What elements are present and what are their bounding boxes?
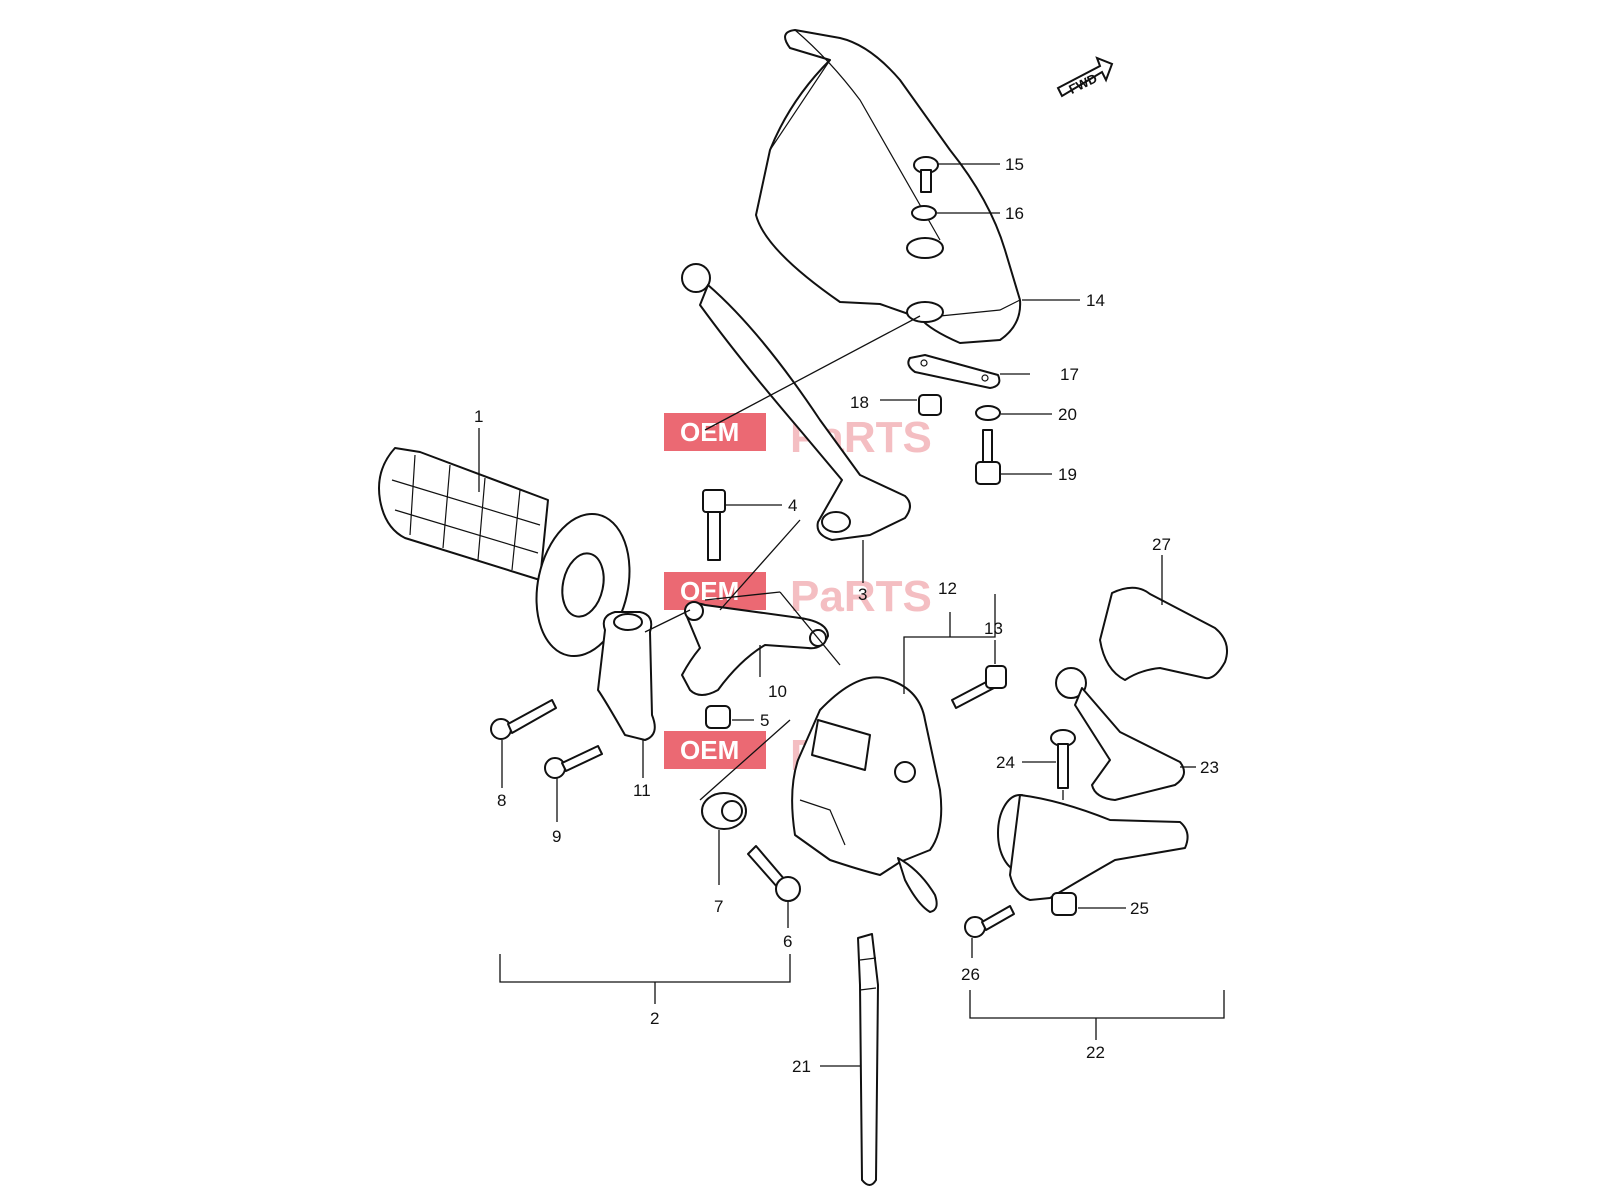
screw-15-part xyxy=(913,156,939,193)
grip-1-part xyxy=(378,447,631,658)
callout-12: 12 xyxy=(938,579,957,598)
cover-27-part xyxy=(1099,586,1228,681)
callout-9: 9 xyxy=(552,827,561,846)
callout-6: 6 xyxy=(783,932,792,951)
callout-23: 23 xyxy=(1200,758,1219,777)
fwd-label: FWD xyxy=(1066,70,1099,96)
screw-9-part xyxy=(544,745,603,779)
hand-guard-part xyxy=(755,29,1022,344)
nut-5-part xyxy=(705,705,731,729)
bolt-19-part xyxy=(975,429,1001,485)
screw-6-part xyxy=(747,845,801,902)
svg-text:OEM: OEM xyxy=(680,417,739,447)
callout-2: 2 xyxy=(650,1009,659,1028)
lever-3-part xyxy=(681,263,911,541)
callout-21: 21 xyxy=(792,1057,811,1076)
callout-18: 18 xyxy=(850,393,869,412)
washer-20-part xyxy=(975,405,1001,421)
callouts: 1 2 3 4 5 6 7 8 9 10 11 xyxy=(474,155,1225,1076)
bracket-10-part xyxy=(681,601,829,696)
collar-7-part xyxy=(701,792,747,830)
forward-arrow-icon xyxy=(1056,56,1114,98)
callout-1: 1 xyxy=(474,407,483,426)
callout-5: 5 xyxy=(760,711,769,730)
callout-4: 4 xyxy=(788,496,797,515)
callout-13: 13 xyxy=(984,619,1003,638)
svg-text:OEM: OEM xyxy=(680,576,739,606)
callout-11: 11 xyxy=(633,781,651,800)
callout-15: 15 xyxy=(1005,155,1024,174)
callout-19: 19 xyxy=(1058,465,1077,484)
callout-20: 20 xyxy=(1058,405,1077,424)
screw-8-part xyxy=(490,699,557,740)
callout-10: 10 xyxy=(768,682,787,701)
lever-holder-part xyxy=(997,794,1189,901)
bolt-24-part xyxy=(1050,729,1076,789)
svg-text:PaRTS: PaRTS xyxy=(790,572,932,621)
svg-text:OEM: OEM xyxy=(680,735,739,765)
callout-16: 16 xyxy=(1005,204,1024,223)
callout-24: 24 xyxy=(996,753,1015,772)
nut-18-part xyxy=(918,394,942,416)
lever-23-part xyxy=(1055,667,1185,801)
plate-17-part xyxy=(907,354,1001,389)
callout-8: 8 xyxy=(497,791,506,810)
bolt-4-part xyxy=(702,489,726,561)
switch-12-part xyxy=(791,676,943,913)
bolt-13-part xyxy=(951,665,1007,709)
callout-7: 7 xyxy=(714,897,723,916)
callout-3: 3 xyxy=(858,585,867,604)
screw-26-part xyxy=(964,905,1015,938)
callout-14: 14 xyxy=(1086,291,1105,310)
washer-16-part xyxy=(911,205,937,221)
cable-tie-21-part xyxy=(857,933,879,1186)
holder-11-part xyxy=(597,611,656,741)
nut-25-part xyxy=(1051,892,1077,916)
fwd-badge: FWD xyxy=(1056,56,1114,98)
callout-17: 17 xyxy=(1060,365,1079,384)
callout-25: 25 xyxy=(1130,899,1149,918)
callout-27: 27 xyxy=(1152,535,1171,554)
callout-26: 26 xyxy=(961,965,980,984)
callout-22: 22 xyxy=(1086,1043,1105,1062)
